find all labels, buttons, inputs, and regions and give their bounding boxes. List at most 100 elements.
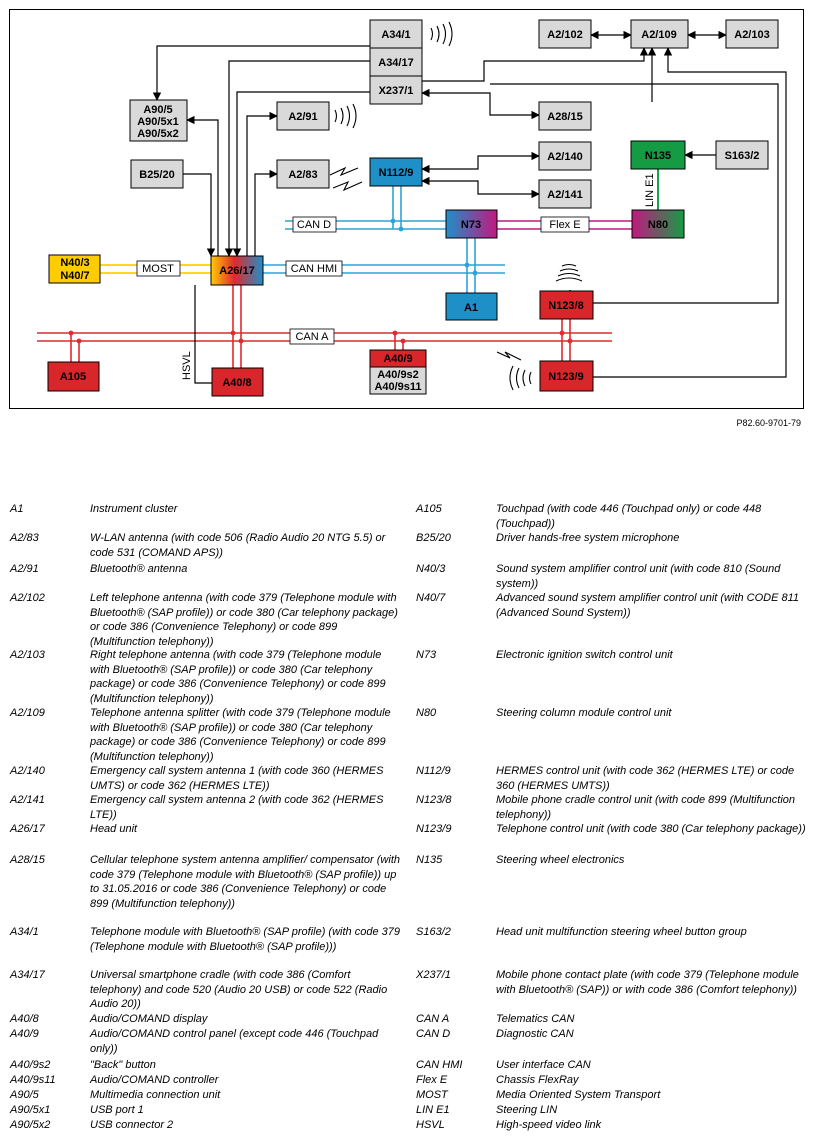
can-a-label-group: CAN A [289, 328, 335, 345]
n123-9-box: N123/9 [539, 360, 594, 392]
n123-8-box: N123/8 [539, 290, 594, 320]
legend-description: Instrument cluster [90, 503, 178, 515]
diagram-frame [9, 9, 804, 409]
svg-text:A2/103: A2/103 [734, 29, 769, 41]
svg-text:A90/5x1: A90/5x1 [137, 116, 179, 128]
legend-code: A105 [416, 503, 442, 515]
legend-description: Mobile phone contact plate (with code 37… [496, 969, 799, 996]
lin-e1-label: LIN E1 [644, 173, 656, 207]
can-d-label: CAN D [297, 219, 331, 231]
a26-17-box: A26/17 [210, 255, 264, 286]
svg-text:A2/109: A2/109 [641, 29, 676, 41]
svg-text:A105: A105 [60, 371, 86, 383]
figure-reference: P82.60-9701-79 [736, 418, 801, 428]
legend-code: S163/2 [416, 926, 451, 938]
a2-102-box: A2/102 [538, 19, 592, 49]
network-diagram: CAN D Flex E MOST CAN HMI CAN A LIN E1 H… [9, 9, 804, 409]
svg-text:A90/5x2: A90/5x2 [137, 128, 179, 140]
svg-text:N40/7: N40/7 [60, 270, 89, 282]
legend-code: A2/91 [10, 563, 39, 575]
legend-code: A40/8 [10, 1013, 39, 1025]
legend-code: N80 [416, 707, 437, 719]
legend-description: Media Oriented System Transport [496, 1089, 661, 1101]
legend-code: HSVL [416, 1119, 445, 1131]
n40-box: N40/3 N40/7 [48, 254, 101, 284]
wireless-symbols [329, 21, 583, 391]
legend-description: Diagnostic CAN [496, 1028, 574, 1040]
svg-text:A34/17: A34/17 [378, 57, 413, 69]
hsvl-line [194, 285, 212, 384]
svg-text:A34/1: A34/1 [381, 29, 410, 41]
legend-description: USB port 1 [90, 1104, 144, 1116]
svg-text:X237/1: X237/1 [379, 85, 414, 97]
svg-text:A40/9s11: A40/9s11 [374, 381, 421, 393]
svg-text:A90/5: A90/5 [143, 104, 172, 116]
legend-description: Head unit multifunction steering wheel b… [496, 926, 747, 938]
legend-code: N123/8 [416, 794, 452, 806]
legend-description: USB connector 2 [90, 1119, 174, 1131]
legend-description: Advanced sound system amplifier control … [496, 592, 800, 619]
svg-text:N40/3: N40/3 [60, 257, 89, 269]
n112-9-box: N112/9 [369, 157, 423, 187]
legend-description: Left telephone antenna (with code 379 (T… [90, 592, 398, 648]
svg-text:N123/8: N123/8 [548, 300, 583, 312]
a2-91-box: A2/91 [276, 101, 330, 131]
legend-code: A2/103 [10, 649, 45, 661]
n73-box: N73 [445, 209, 498, 239]
a90-5-box: A90/5 A90/5x1 A90/5x2 [129, 99, 188, 142]
legend-code: N73 [416, 649, 437, 661]
legend-code: N135 [416, 854, 443, 866]
legend-description: Telematics CAN [496, 1013, 575, 1025]
legend-code: N123/9 [416, 823, 452, 835]
svg-text:A26/17: A26/17 [219, 265, 254, 277]
legend-code: B25/20 [416, 532, 451, 544]
most-label-group: MOST [136, 260, 181, 277]
svg-text:N73: N73 [461, 219, 481, 231]
can-d-label-group: CAN D [292, 216, 337, 233]
legend-description: Cellular telephone system antenna amplif… [90, 854, 400, 910]
legend-code: A40/9s2 [10, 1059, 51, 1071]
legend-description: Emergency call system antenna 1 (with co… [90, 765, 384, 792]
hsvl-label: HSVL [181, 351, 193, 380]
legend-code: A1 [10, 503, 24, 515]
legend-code: X237/1 [416, 969, 451, 981]
legend-description: HERMES control unit (with code 362 (HERM… [496, 765, 795, 792]
n80-box: N80 [631, 209, 685, 239]
legend-code: A2/141 [10, 794, 45, 806]
a2-141-box: A2/141 [538, 179, 592, 209]
legend-code: A2/102 [10, 592, 45, 604]
svg-text:N80: N80 [648, 219, 668, 231]
legend-description: Touchpad (with code 446 (Touchpad only) … [496, 503, 762, 530]
legend-description: "Back" button [90, 1059, 156, 1071]
legend-description: Audio/COMAND control panel (except code … [90, 1028, 379, 1055]
legend-description: Telephone module with Bluetooth® (SAP pr… [90, 926, 400, 953]
can-a-label: CAN A [295, 331, 329, 343]
svg-text:A2/141: A2/141 [547, 189, 582, 201]
svg-text:A2/140: A2/140 [547, 151, 582, 163]
legend-description: Bluetooth® antenna [90, 563, 188, 575]
svg-text:A2/102: A2/102 [547, 29, 582, 41]
legend-code: A34/17 [10, 969, 45, 981]
legend-description: User interface CAN [496, 1059, 591, 1071]
legend-description: High-speed video link [496, 1119, 602, 1131]
legend-code: A90/5x1 [10, 1104, 51, 1116]
x237-1-box: X237/1 [369, 75, 423, 105]
legend-description: Multimedia connection unit [90, 1089, 221, 1101]
legend-code: A2/83 [10, 532, 39, 544]
a2-140-box: A2/140 [538, 141, 592, 171]
svg-text:N123/9: N123/9 [548, 371, 583, 383]
legend-code: A90/5x2 [10, 1119, 51, 1131]
a34-1-box: A34/1 [369, 19, 423, 49]
legend-code: A26/17 [10, 823, 45, 835]
legend-description: Steering wheel electronics [496, 854, 625, 866]
legend-description: Steering column module control unit [496, 707, 672, 719]
legend-code: A2/140 [10, 765, 45, 777]
legend-description: Right telephone antenna (with code 379 (… [90, 649, 386, 705]
legend-code: CAN HMI [416, 1059, 463, 1071]
legend-description: Head unit [90, 823, 138, 835]
a28-15-box: A28/15 [538, 101, 592, 131]
legend-code: A34/1 [10, 926, 39, 938]
legend-description: Mobile phone cradle control unit (with c… [496, 794, 795, 821]
legend-description: Driver hands-free system microphone [496, 532, 680, 544]
can-hmi-label-group: CAN HMI [285, 260, 343, 277]
